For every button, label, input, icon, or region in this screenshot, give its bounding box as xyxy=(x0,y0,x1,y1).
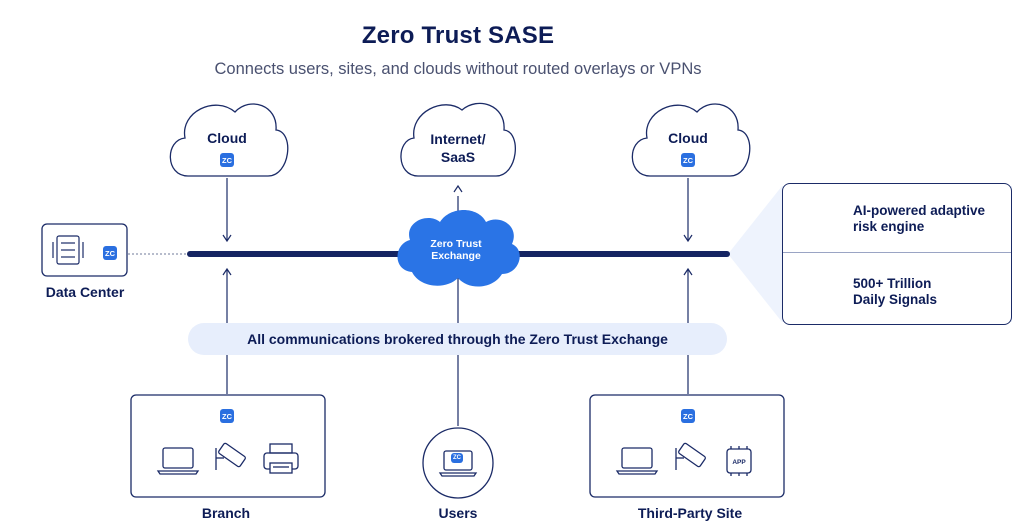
camera-icon xyxy=(675,442,706,470)
risk-engine-line-1: AI-powered adaptive xyxy=(853,203,986,218)
camera-icon xyxy=(215,442,246,470)
data-center-label: Data Center xyxy=(45,284,125,300)
signals-line-1: 500+ Trillion xyxy=(853,276,932,291)
exchange-line-1: Zero Trust xyxy=(430,238,482,250)
app-chip-label: APP xyxy=(732,459,746,466)
zc-badge: ZC xyxy=(220,409,234,423)
exchange-line-2: Exchange xyxy=(431,250,481,262)
zero-trust-exchange-cloud xyxy=(397,210,520,287)
cloud-center-shape xyxy=(400,102,516,177)
signals-text: 500+ Trillion Daily Signals xyxy=(853,276,937,308)
page-subtitle: Connects users, sites, and clouds withou… xyxy=(214,60,702,78)
zc-badge: ZC xyxy=(681,153,695,167)
laptop-icon xyxy=(438,450,478,477)
broker-banner: All communications brokered through the … xyxy=(188,323,727,355)
cloud-center-label-1: Internet/ xyxy=(430,131,486,147)
page-title: Zero Trust SASE xyxy=(361,22,555,49)
cloud-right-label: Cloud xyxy=(668,130,708,146)
cloud-center-label-2: SaaS xyxy=(440,149,476,165)
zc-badge: ZC xyxy=(103,246,117,260)
zc-badge: ZC xyxy=(681,409,695,423)
panel-divider xyxy=(783,252,1011,253)
users-circle xyxy=(422,427,494,499)
app-chip-icon xyxy=(726,446,752,476)
zero-trust-exchange-label: Zero Trust Exchange xyxy=(404,238,508,262)
third-party-label: Third-Party Site xyxy=(637,505,743,521)
side-panel: AI-powered adaptive risk engine 500+ Tri… xyxy=(782,183,1012,325)
zc-badge: ZC xyxy=(451,453,463,463)
laptop-icon xyxy=(615,447,659,475)
printer-icon xyxy=(263,443,299,474)
server-icon xyxy=(52,235,84,265)
laptop-icon xyxy=(156,447,200,475)
cloud-left-label: Cloud xyxy=(207,130,247,146)
cloud-left-shape xyxy=(169,103,289,177)
signals-line-2: Daily Signals xyxy=(853,292,938,307)
zc-badge: ZC xyxy=(220,153,234,167)
risk-engine-line-2: risk engine xyxy=(853,219,925,234)
users-label: Users xyxy=(438,505,478,521)
branch-label: Branch xyxy=(201,505,251,521)
risk-engine-text: AI-powered adaptive risk engine xyxy=(853,203,985,235)
cloud-right-shape xyxy=(631,103,751,177)
data-center-box xyxy=(41,223,128,277)
